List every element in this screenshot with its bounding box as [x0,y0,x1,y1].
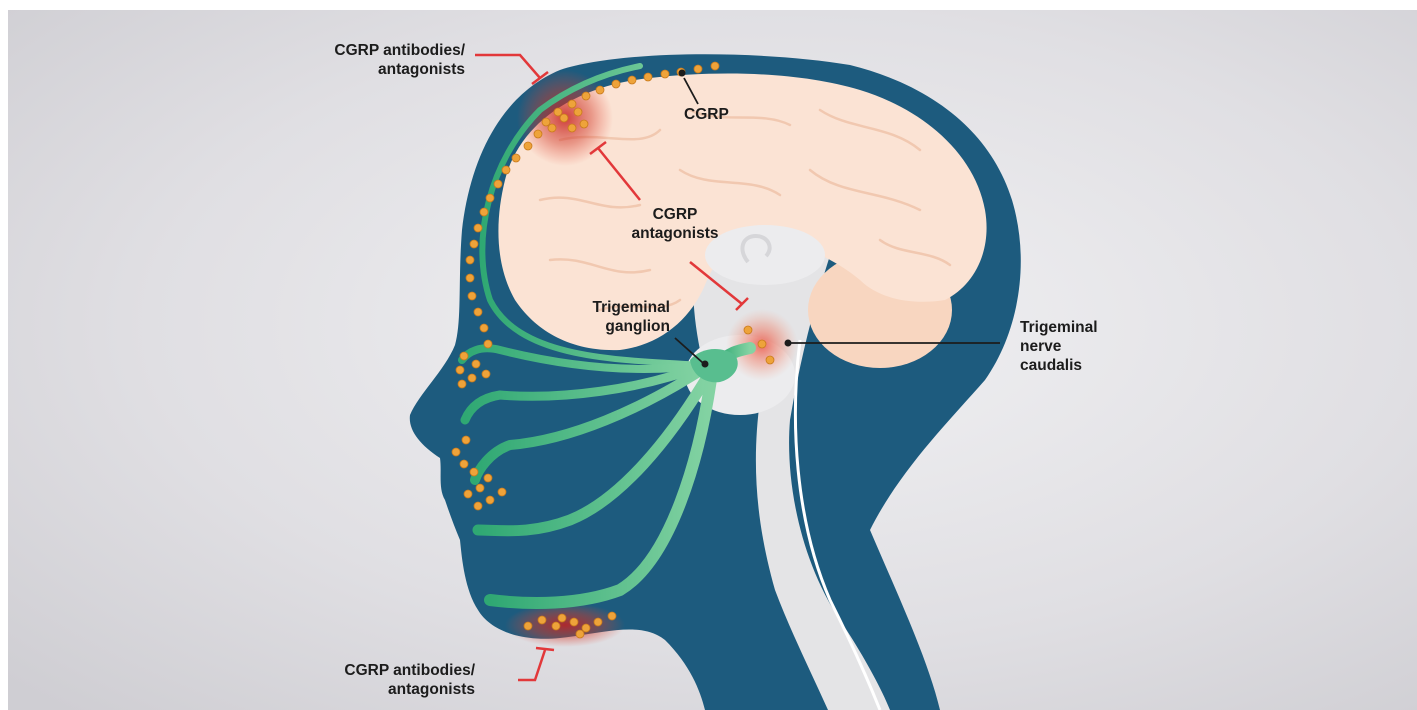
label-antibodies-top: CGRP antibodies/ antagonists [290,41,465,79]
label-antibodies-bottom: CGRP antibodies/ antagonists [290,661,475,699]
inflammation-bottom [505,603,625,647]
ganglion-pointer-dot [702,361,709,368]
label-trigeminal-nerve-caudalis: Trigeminal nerve caudalis [1020,318,1098,375]
cgrp-pointer-dot [679,70,686,77]
label-cgrp: CGRP [684,105,729,124]
caudalis-pointer-dot [785,340,792,347]
label-trigeminal-ganglion: Trigeminal ganglion [560,298,670,336]
label-antagonists-mid: CGRP antagonists [620,205,730,243]
